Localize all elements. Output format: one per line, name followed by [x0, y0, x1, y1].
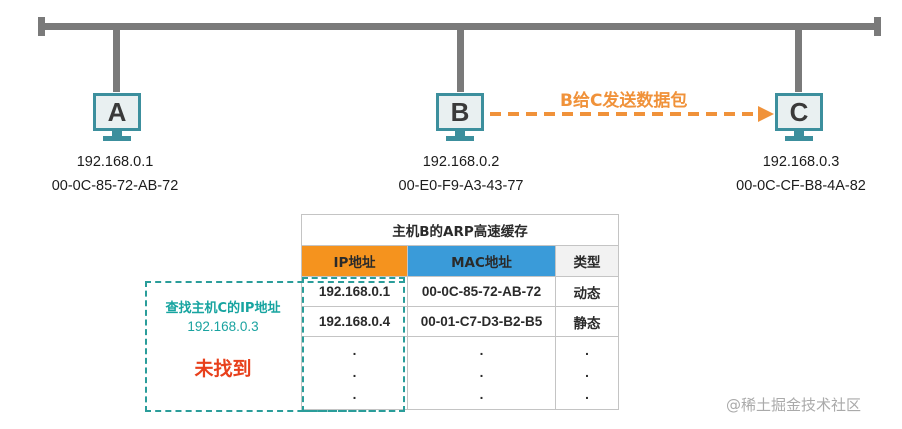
bus-line: [43, 23, 876, 30]
host-b-label: B: [436, 93, 484, 131]
host-b-mac: 00-E0-F9-A3-43-77: [398, 178, 524, 194]
lookup-box: [145, 281, 405, 412]
table-row: 192.168.0.1 00-0C-85-72-AB-72 动态: [301, 276, 619, 307]
header-ip: IP地址: [301, 245, 408, 277]
lookup-result: 未找到: [194, 358, 252, 380]
host-a-ip: 192.168.0.1: [76, 154, 154, 170]
header-type: 类型: [555, 245, 619, 277]
row-2-ip: 192.168.0.4: [301, 306, 408, 337]
row-1-mac: 00-0C-85-72-AB-72: [407, 276, 556, 307]
row-1-type: 动态: [555, 276, 619, 307]
host-c-label: C: [775, 93, 823, 131]
ellipsis-mac: . . .: [407, 336, 556, 410]
ellipsis-type: . . .: [555, 336, 619, 410]
watermark: @稀土掘金技术社区: [726, 396, 862, 414]
lookup-title: 查找主机C的IP地址: [165, 301, 281, 316]
arp-table-title: 主机B的ARP高速缓存: [301, 214, 619, 246]
drop-line-a: [113, 30, 120, 92]
lookup-ip: 192.168.0.3: [187, 319, 259, 334]
host-b-ip: 192.168.0.2: [422, 154, 500, 170]
drop-line-b: [457, 30, 464, 92]
host-a-mac: 00-0C-85-72-AB-72: [51, 178, 179, 194]
host-a-computer-icon: A: [93, 93, 141, 141]
arp-cache-table: 主机B的ARP高速缓存 IP地址 MAC地址 类型 192.168.0.1 00…: [301, 214, 619, 410]
host-c-ip: 192.168.0.3: [762, 154, 840, 170]
network-bus: [38, 17, 881, 36]
table-row: 192.168.0.4 00-01-C7-D3-B2-B5 静态: [301, 306, 619, 337]
bus-right-cap: [874, 17, 881, 36]
row-2-mac: 00-01-C7-D3-B2-B5: [407, 306, 556, 337]
bus-left-cap: [38, 17, 45, 36]
host-b-computer-icon: B: [436, 93, 484, 141]
arrow-label: B给C发送数据包: [560, 91, 688, 111]
send-arrow: [490, 106, 774, 122]
host-c-computer-icon: C: [775, 93, 823, 141]
drop-line-c: [795, 30, 802, 92]
ellipsis-row: . . . . . . . . .: [301, 336, 619, 410]
host-c-mac: 00-0C-CF-B8-4A-82: [736, 178, 866, 194]
row-2-type: 静态: [555, 306, 619, 337]
header-mac: MAC地址: [407, 245, 556, 277]
host-a-label: A: [93, 93, 141, 131]
